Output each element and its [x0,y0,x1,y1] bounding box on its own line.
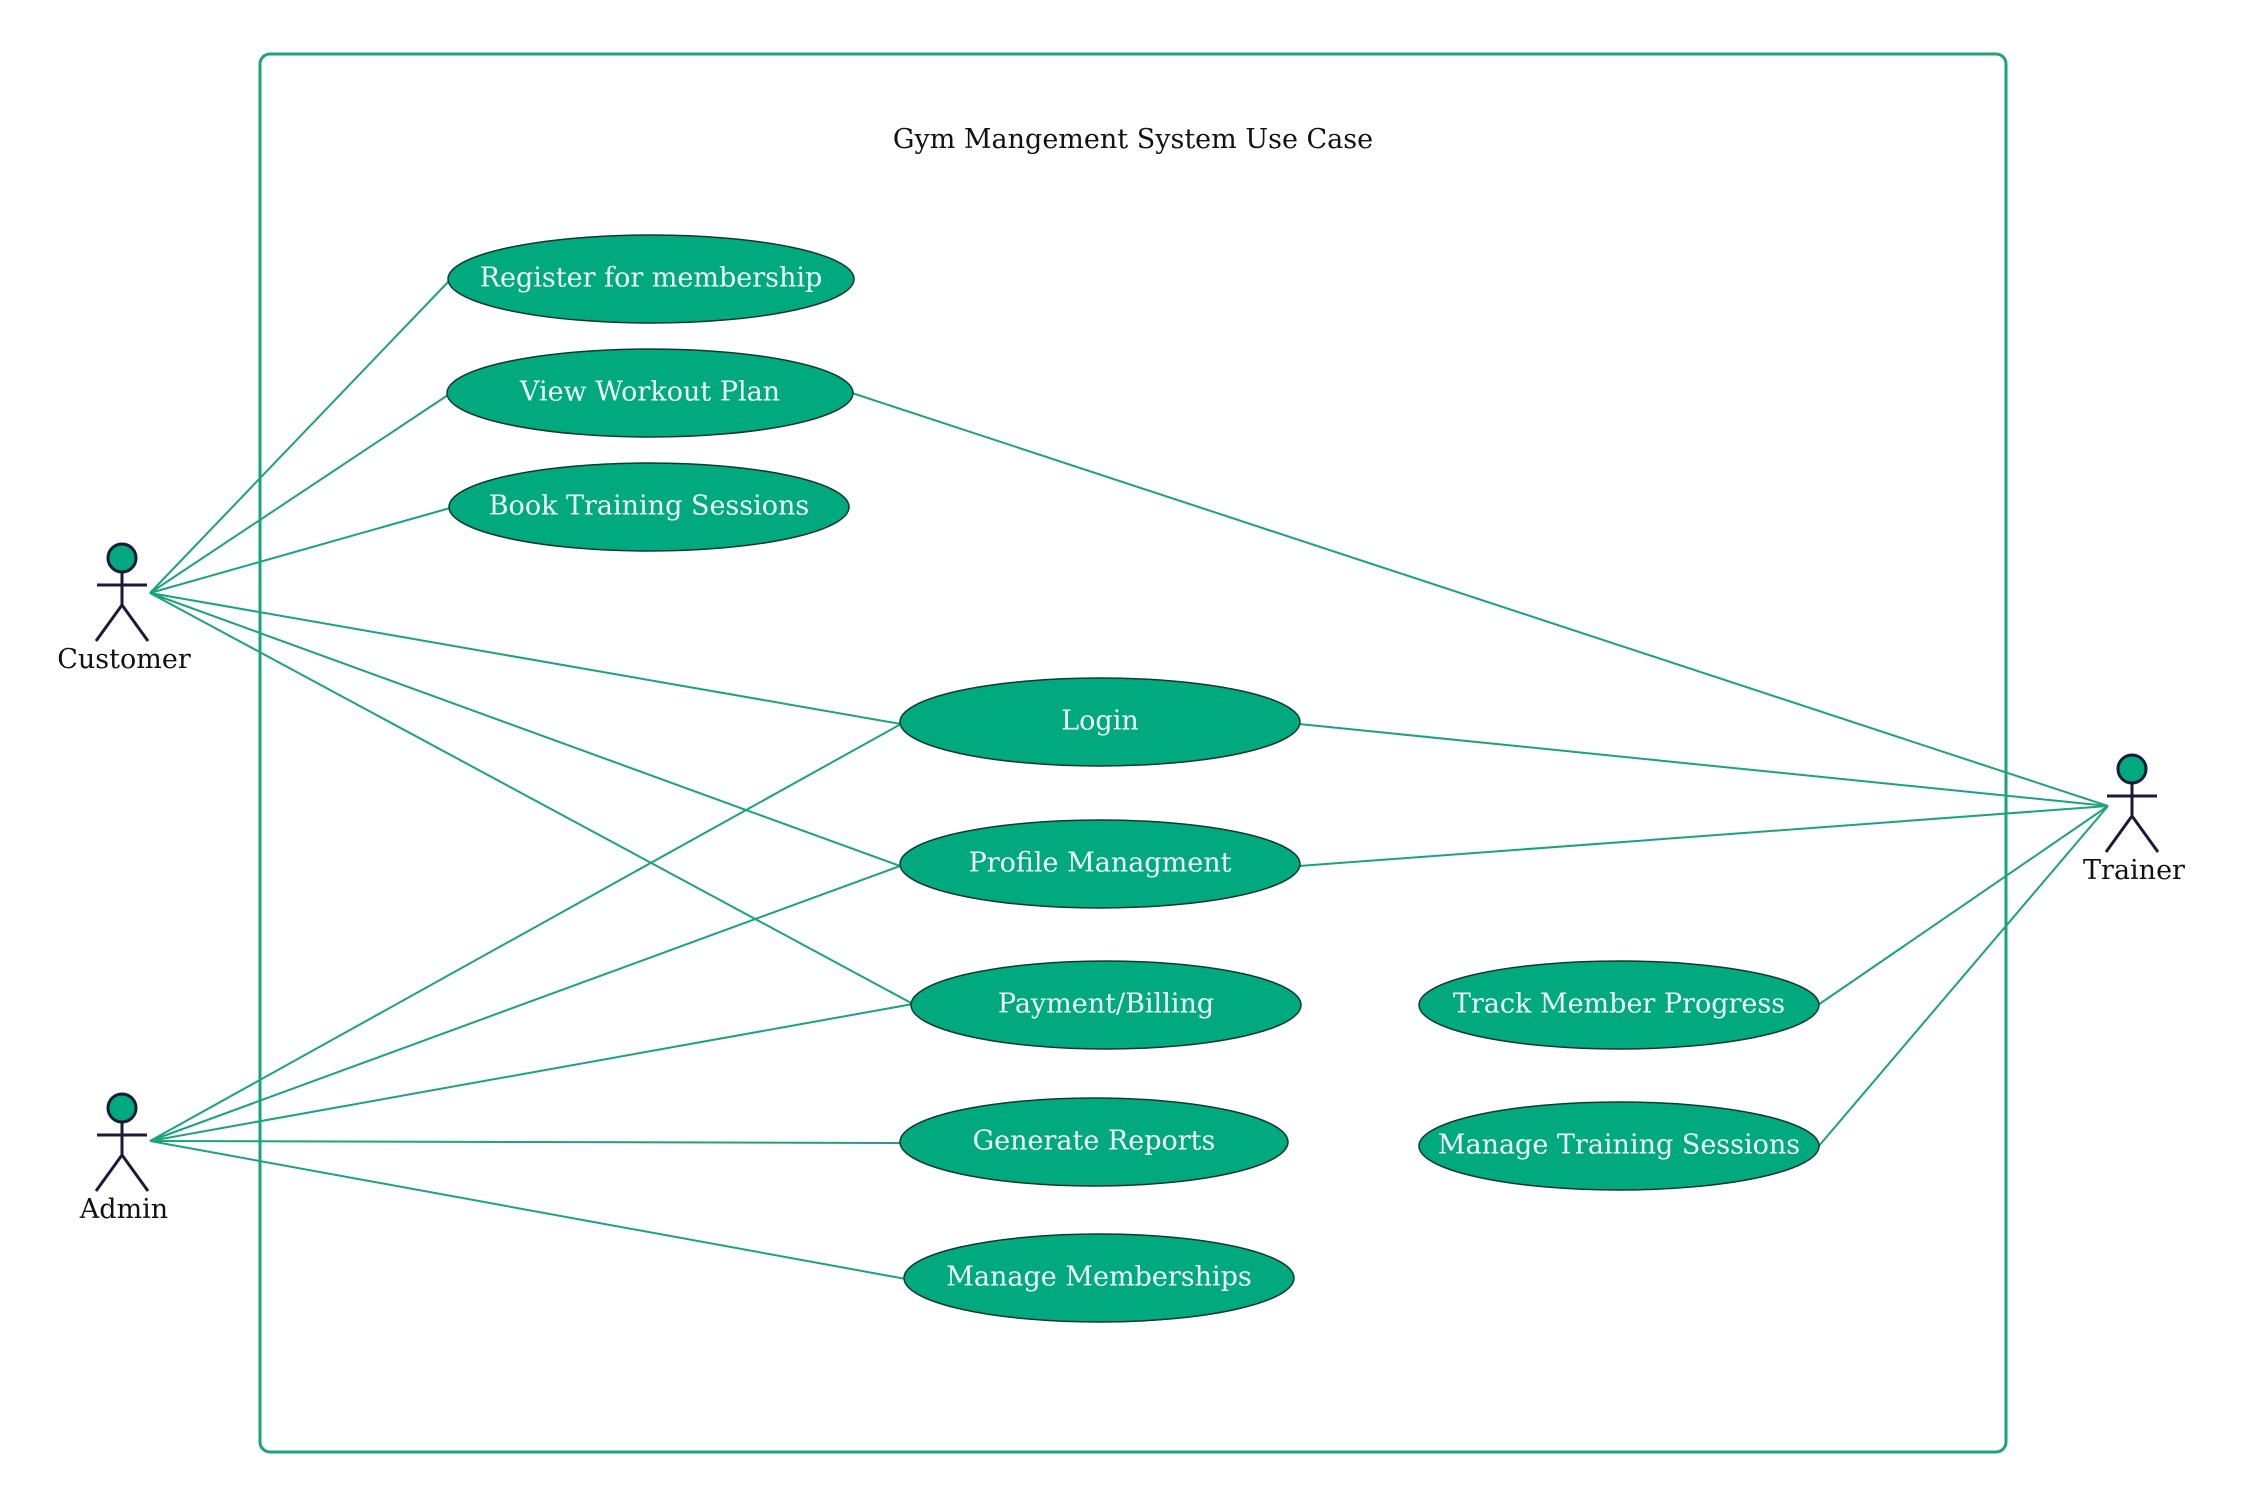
associations [149,280,2109,1280]
actor-admin-label: Admin [79,1194,168,1225]
use-case-login[interactable]: Login [899,677,1301,767]
use-case-manage-sessions[interactable]: Manage Training Sessions [1418,1101,1820,1191]
use-case-register-ellipse[interactable] [447,234,855,324]
association-trainer-profile [1298,805,2109,867]
association-admin-payment [149,1003,914,1142]
actor-customer-label: Customer [57,644,191,675]
association-trainer-login [1298,723,2109,807]
use-case-payment-ellipse[interactable] [910,960,1302,1050]
use-case-login-ellipse[interactable] [899,677,1301,767]
actor-trainer-icon [2104,753,2160,853]
association-customer-login [149,592,902,725]
actor-trainer[interactable]: Trainer [2083,753,2185,886]
use-case-reports-ellipse[interactable] [899,1097,1289,1187]
use-case-track-progress-ellipse[interactable] [1418,960,1820,1050]
use-case-book-sessions-ellipse[interactable] [448,462,850,552]
association-customer-profile [149,592,901,867]
actor-admin[interactable]: Admin [79,1092,168,1225]
use-case-view-workout-ellipse[interactable] [446,348,854,438]
use-case-memberships[interactable]: Manage Memberships [903,1233,1295,1323]
use-case-payment[interactable]: Payment/Billing [910,960,1302,1050]
use-case-manage-sessions-ellipse[interactable] [1418,1101,1820,1191]
association-admin-memberships [149,1140,907,1280]
association-customer-view-workout [149,394,449,594]
association-customer-book-sessions [149,507,451,594]
association-admin-profile [149,865,901,1142]
use-case-register[interactable]: Register for membership [447,234,855,324]
use-case-book-sessions[interactable]: Book Training Sessions [448,462,850,552]
system-boundary [258,52,2008,1454]
use-case-memberships-ellipse[interactable] [903,1233,1295,1323]
association-trainer-track-progress [1817,805,2109,1006]
association-admin-reports [149,1140,902,1144]
association-admin-login [149,723,902,1142]
diagram-title: Gym Mangement System Use Case [893,124,1373,155]
actor-customer-icon [94,542,150,642]
use-case-profile[interactable]: Profile Managment [899,819,1301,909]
use-case-profile-ellipse[interactable] [899,819,1301,909]
actor-customer[interactable]: Customer [57,542,191,675]
actor-trainer-label: Trainer [2083,855,2185,886]
use-case-track-progress[interactable]: Track Member Progress [1418,960,1820,1050]
use-case-reports[interactable]: Generate Reports [899,1097,1289,1187]
actor-admin-icon [94,1092,150,1192]
association-customer-payment [149,592,914,1005]
association-trainer-view-workout [851,392,2109,807]
association-trainer-manage-sessions [1817,805,2109,1148]
association-customer-register [149,280,450,594]
use-case-view-workout[interactable]: View Workout Plan [446,348,854,438]
